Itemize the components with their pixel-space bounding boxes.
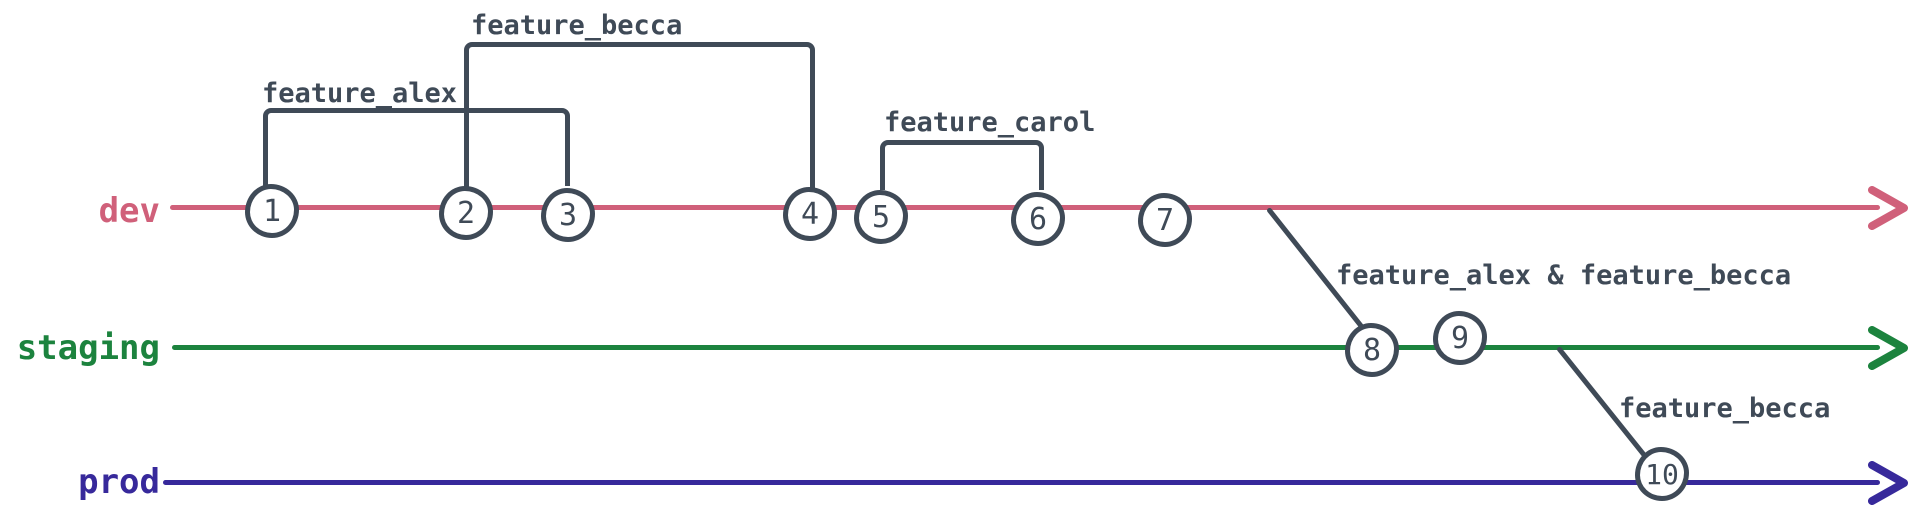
dev-branch-label: dev [98,191,160,231]
commit-number: 6 [1028,201,1048,237]
commit-node-6: 6 [1011,192,1065,246]
prod-arrowhead-icon [1868,461,1908,505]
feature-becca-label: feature_becca [471,10,683,41]
commit-number: 2 [456,195,476,231]
feature-alex-bracket [263,108,570,186]
staging-arrowhead-icon [1868,326,1908,370]
prod-branch-line [163,480,1880,485]
commit-node-3: 3 [541,188,595,242]
commit-number: 4 [800,196,820,232]
commit-node-7: 7 [1138,193,1192,247]
commit-number: 5 [871,199,891,235]
commit-number: 7 [1155,202,1175,238]
feature-alex-label: feature_alex [262,78,458,109]
prod-merge-label: feature_becca [1619,393,1831,424]
dev-arrowhead-icon [1868,186,1908,230]
staging-branch-label: staging [16,328,160,368]
prod-branch-label: prod [78,462,160,502]
feature-becca-bracket [464,42,815,188]
commit-number: 1 [262,193,282,229]
staging-merge-label: feature_alex & feature_becca [1336,260,1792,291]
commit-node-5: 5 [854,190,908,244]
commit-number: 9 [1450,320,1470,356]
commit-number: 8 [1362,332,1382,368]
commit-node-2: 2 [439,186,493,240]
commit-node-1: 1 [245,184,299,238]
feature-carol-bracket [880,140,1044,190]
commit-node-4: 4 [783,187,837,241]
staging-branch-line [172,345,1880,350]
commit-node-9: 9 [1433,311,1487,365]
commit-node-8: 8 [1345,323,1399,377]
feature-carol-label: feature_carol [884,107,1096,138]
commit-node-10: 10 [1635,447,1689,501]
commit-number: 3 [558,197,578,233]
commit-number: 10 [1645,457,1679,491]
